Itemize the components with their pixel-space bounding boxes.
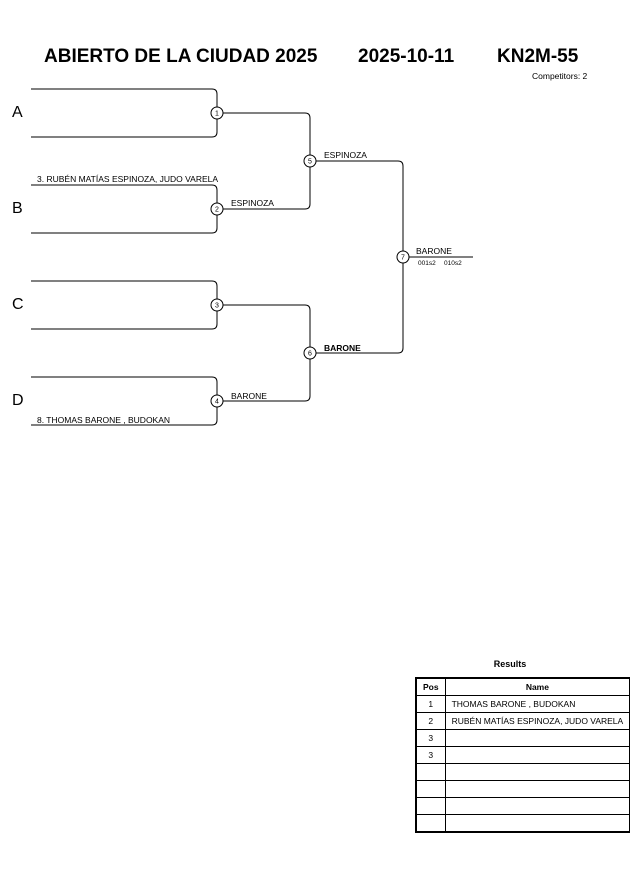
bracket-pool-a: [31, 88, 218, 138]
result-pos: [415, 797, 446, 815]
score-match-7-right: 010s2: [444, 260, 462, 267]
results-header-name: Name: [444, 677, 630, 696]
bracket-semi-6: [217, 304, 311, 402]
result-pos: 3: [415, 729, 446, 747]
results-table: Pos Name 1 THOMAS BARONE , BUDOKAN 2 RUB…: [415, 677, 630, 833]
result-pos: [415, 780, 446, 798]
results-header-pos: Pos: [415, 677, 446, 696]
result-pos: 1: [415, 695, 446, 713]
winner-match-7: BARONE: [416, 246, 452, 256]
match-number-7: 7: [401, 255, 405, 262]
match-circle-5: [303, 154, 317, 168]
bracket-semi-5: [217, 112, 311, 210]
winner-match-5: ESPINOZA: [324, 150, 367, 160]
result-name: [444, 814, 630, 833]
bracket-pool-b: [31, 184, 218, 234]
match-number-1: 1: [215, 111, 219, 118]
match-circle-2: [210, 202, 224, 216]
winner-match-6: BARONE: [324, 343, 361, 353]
result-pos: 2: [415, 712, 446, 730]
results-title: Results: [493, 659, 527, 669]
match-number-6: 6: [308, 351, 312, 358]
result-name: [444, 780, 630, 798]
match-circle-7: [396, 250, 410, 264]
table-row: [415, 797, 630, 815]
table-row: 2 RUBÉN MATÍAS ESPINOZA, JUDO VARELA: [415, 712, 630, 730]
category-code: KN2M-55: [497, 46, 579, 67]
competitors-count: Competitors: 2: [532, 71, 588, 81]
event-date: 2025-10-11: [358, 46, 455, 67]
result-name: [444, 763, 630, 781]
bracket-final-7: [310, 160, 404, 354]
pool-label-a: A: [12, 104, 23, 121]
result-name: [444, 746, 630, 764]
table-row: [415, 780, 630, 798]
result-name: RUBÉN MATÍAS ESPINOZA, JUDO VARELA: [444, 712, 630, 730]
bracket-pool-c: [31, 280, 218, 330]
match-circle-1: [210, 106, 224, 120]
result-name: THOMAS BARONE , BUDOKAN: [444, 695, 630, 713]
match-circle-6: [303, 346, 317, 360]
match-number-5: 5: [308, 159, 312, 166]
table-row: 3: [415, 729, 630, 747]
result-name: [444, 797, 630, 815]
winner-match-2: ESPINOZA: [231, 198, 274, 208]
results-header-row: Pos Name: [415, 677, 630, 696]
table-row: 1 THOMAS BARONE , BUDOKAN: [415, 695, 630, 713]
event-title: ABIERTO DE LA CIUDAD 2025: [44, 46, 318, 67]
pool-label-d: D: [12, 392, 24, 409]
match-circle-3: [210, 298, 224, 312]
result-pos: [415, 763, 446, 781]
match-circle-4: [210, 394, 224, 408]
score-match-7-left: 001s2: [418, 260, 436, 267]
winner-match-4: BARONE: [231, 391, 267, 401]
table-row: [415, 814, 630, 833]
table-row: 3: [415, 746, 630, 764]
entry-pool-d-bottom: 8. THOMAS BARONE , BUDOKAN: [37, 415, 171, 425]
entry-pool-b-top: 3. RUBÉN MATÍAS ESPINOZA, JUDO VARELA: [37, 174, 219, 184]
result-pos: [415, 814, 446, 833]
match-number-4: 4: [215, 399, 219, 406]
result-pos: 3: [415, 746, 446, 764]
pool-label-c: C: [12, 296, 24, 313]
match-number-3: 3: [215, 303, 219, 310]
match-number-2: 2: [215, 207, 219, 214]
pool-label-b: B: [12, 200, 23, 217]
table-row: [415, 763, 630, 781]
result-name: [444, 729, 630, 747]
